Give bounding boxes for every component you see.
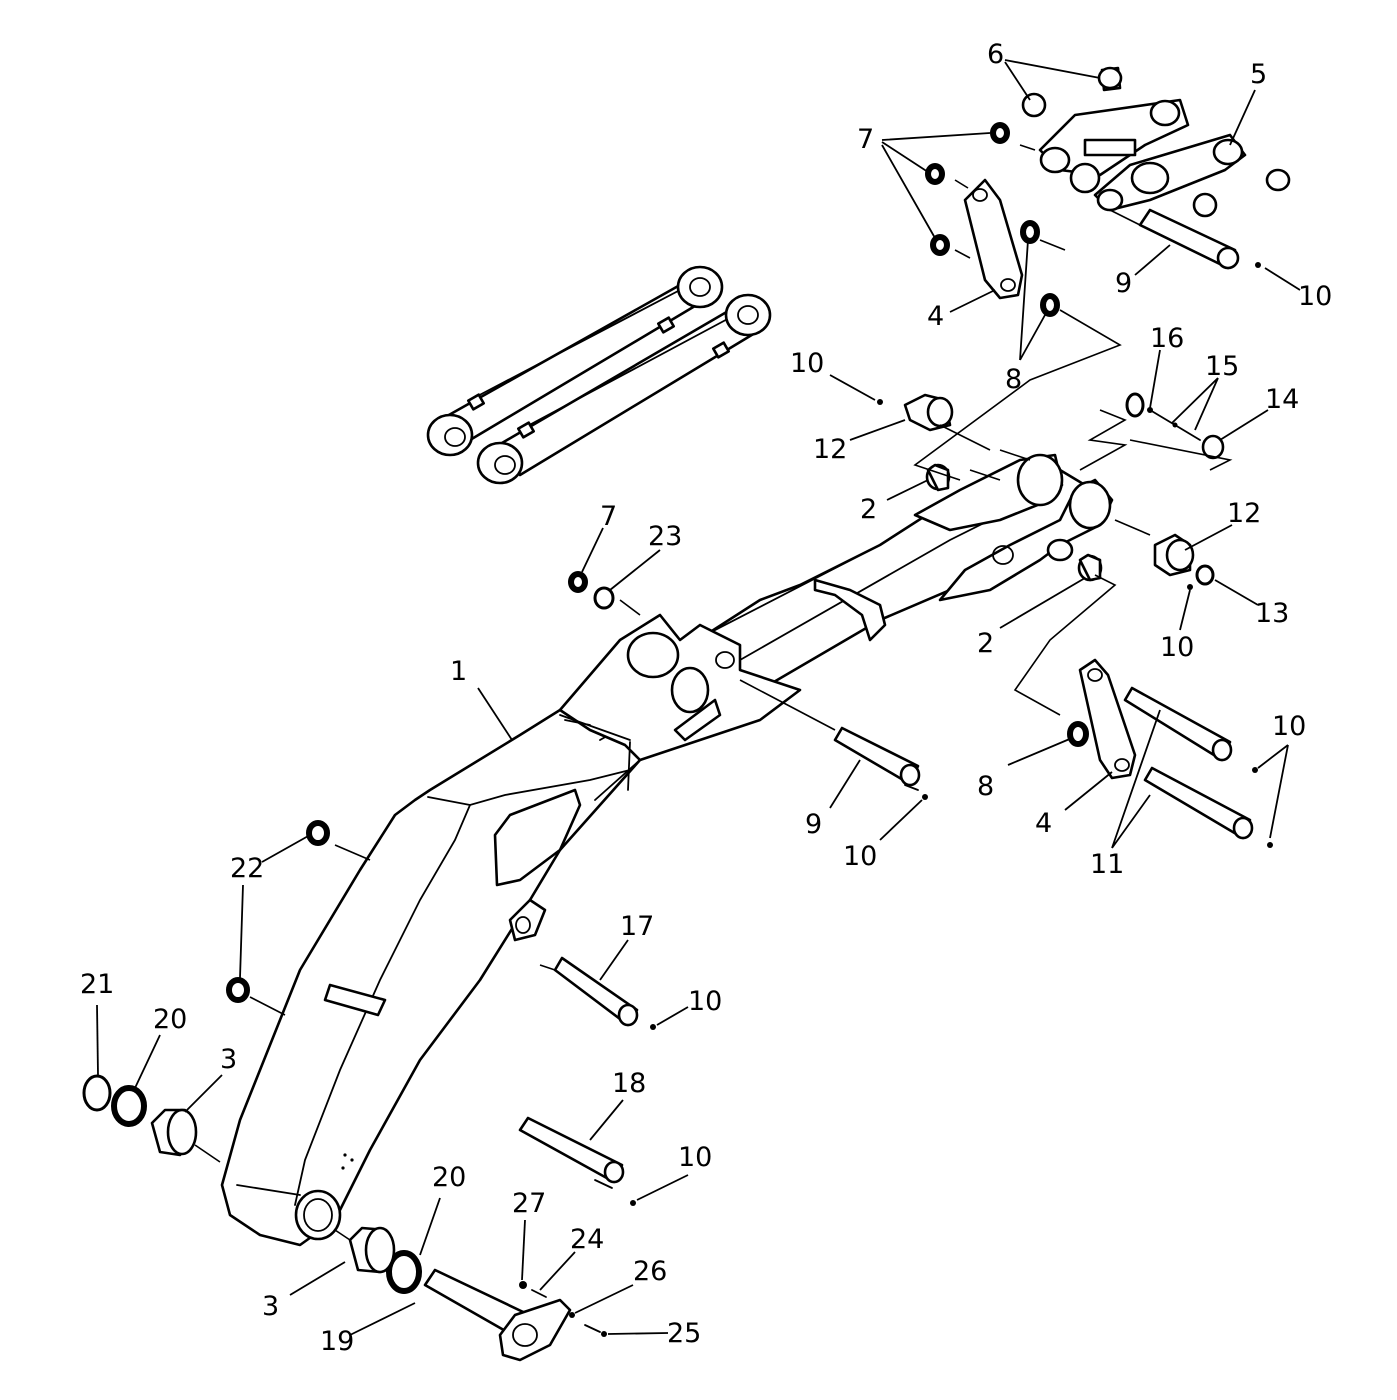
callout-8: 8: [977, 771, 994, 802]
callout-6: 6: [987, 39, 1004, 70]
callout-18: 18: [612, 1068, 646, 1099]
seal-rings-7-8: [568, 122, 1089, 747]
callout-24: 24: [570, 1224, 604, 1255]
cylinder-mount-bracket: [558, 613, 802, 791]
callout-22: 22: [230, 853, 264, 884]
callout-7: 7: [857, 124, 874, 155]
callout-26: 26: [633, 1256, 667, 1287]
callout-10: 10: [1272, 711, 1306, 742]
callout-1: 1: [450, 656, 467, 687]
callout-5: 5: [1250, 59, 1267, 90]
callout-27: 27: [512, 1188, 546, 1219]
callout-3: 3: [220, 1044, 237, 1075]
pin-15-assembly: [1125, 392, 1225, 460]
pin-9-upper: [1138, 208, 1261, 270]
link-plate-4-upper: [963, 178, 1024, 300]
bushing-12-lower: [1153, 533, 1215, 590]
callout-8: 8: [1005, 364, 1022, 395]
callout-9: 9: [1115, 268, 1132, 299]
callout-3: 3: [262, 1291, 279, 1322]
hydraulic-cylinder-upper: [426, 265, 724, 457]
callout-16: 16: [1150, 323, 1184, 354]
bushing-12-upper: [877, 393, 954, 432]
bushings-3: [150, 1108, 396, 1274]
link-assembly-5: [1038, 98, 1247, 212]
pin-17: [553, 956, 656, 1030]
rings-20-21-22: [82, 820, 422, 1294]
callout-12: 12: [813, 434, 847, 465]
hydraulic-cylinder-lower: [476, 293, 772, 485]
pin-19: [423, 1268, 607, 1362]
callout-23: 23: [648, 521, 682, 552]
callout-10: 10: [1160, 632, 1194, 663]
callout-11: 11: [1090, 849, 1124, 880]
leader-lines: [96, 59, 1301, 1336]
callout-labels: 1 2 2 3 3 4 4 5 6 7 7 8 8 9 9 10 10 10 1…: [80, 39, 1332, 1357]
callout-17: 17: [620, 911, 654, 942]
callout-15: 15: [1205, 351, 1239, 382]
callout-19: 19: [320, 1326, 354, 1357]
top-cross-bracket: [813, 578, 887, 642]
bushings-6: [1021, 66, 1291, 218]
callout-2: 2: [860, 494, 877, 525]
callout-25: 25: [667, 1318, 701, 1349]
callout-10: 10: [843, 841, 877, 872]
callout-10: 10: [790, 348, 824, 379]
callout-4: 4: [927, 301, 944, 332]
callout-4: 4: [1035, 808, 1052, 839]
link-plate-4-lower: [1078, 658, 1137, 780]
pin-18: [518, 1116, 636, 1206]
alignment-lines: [194, 144, 1233, 1241]
callout-2: 2: [977, 628, 994, 659]
callout-20: 20: [432, 1162, 466, 1193]
callout-10: 10: [1298, 281, 1332, 312]
callout-10: 10: [688, 986, 722, 1017]
callout-10: 10: [678, 1142, 712, 1173]
callout-9: 9: [805, 809, 822, 840]
bushings-2: [925, 463, 1103, 582]
callout-13: 13: [1255, 598, 1289, 629]
callout-12: 12: [1227, 498, 1261, 529]
callout-14: 14: [1265, 384, 1299, 415]
pin-9-lower: [833, 726, 928, 800]
boom-nose: [913, 453, 1114, 602]
callout-20: 20: [153, 1004, 187, 1035]
pins-11: [1123, 686, 1273, 848]
callout-21: 21: [80, 969, 114, 1000]
callout-7: 7: [600, 501, 617, 532]
